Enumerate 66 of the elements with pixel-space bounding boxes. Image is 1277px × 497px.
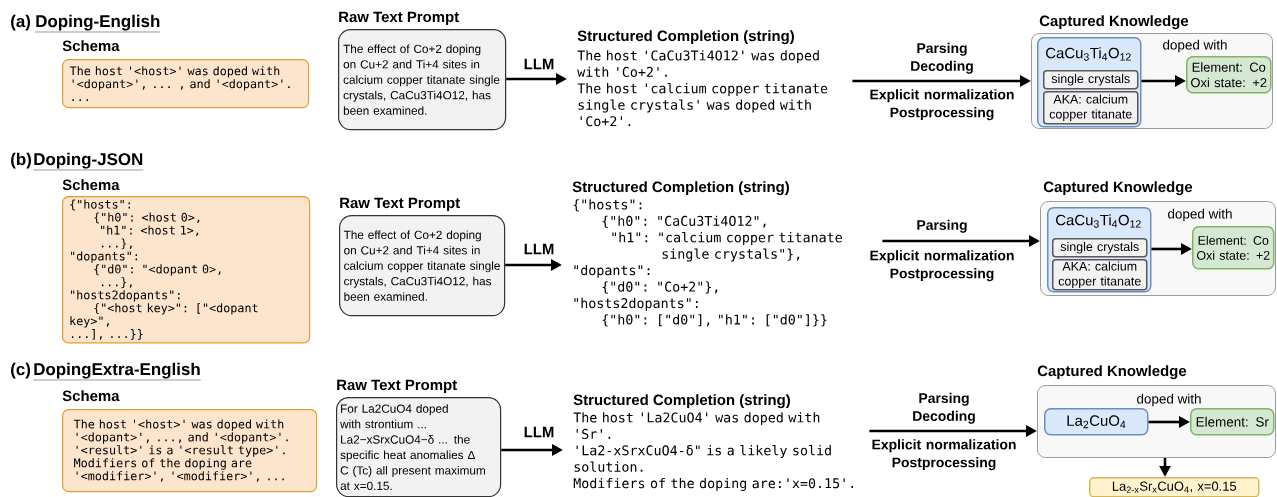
edge-label: Parsing Decoding: [913, 392, 975, 424]
edge-label: doped with: [1168, 208, 1232, 222]
edge-label: LLM: [524, 243, 554, 255]
edge-label: doped with: [1137, 393, 1201, 407]
edge-label: LLM: [524, 58, 554, 70]
node-label: {"hosts":: [573, 199, 642, 212]
property-box: single crystals: [1043, 70, 1139, 90]
process-note: Explicit normalization Postprocessing: [872, 439, 1016, 471]
node-label: ...},: [101, 277, 132, 289]
node-label: "h1": <host 1>,: [101, 225, 199, 237]
section-heading: Structured Completion (string): [577, 30, 794, 45]
node-label: "h1": "calcium copper titanate: [612, 232, 842, 245]
completion-text: The host 'La2CuO4' was doped with 'Sr'. 'La2-xSrxCuO4-δ" is a likely solid solution. Modifiers of the doping are:'x=0.15'.: [573, 412, 853, 491]
schema-box: The host '<host>' was doped with '<dopant>', ... , and '<dopant>'. ...: [62, 59, 310, 109]
schema-box: {"hosts": {"h0": <host 0>, "h1": <host 1>, ...}, "dopants": {"d0": "<dopant 0>, ...}, "hosts2dopants": {"<host key>": ["<dopant key>", ...], ...}}: [62, 196, 311, 344]
prompt-box: The effect of Co+2 doping on Cu+2 and Ti+4 sites in calcium copper titanate single crystals, CaCu3Ti4O12, has been examined.: [338, 29, 507, 131]
section-heading: Raw Text Prompt: [340, 197, 460, 212]
node-label: "dopants":: [574, 264, 650, 278]
edge-label: Parsing Decoding: [911, 42, 973, 74]
node-label: {"d0": "<dopant 0>,: [94, 264, 221, 276]
section-heading: Captured Knowledge: [1043, 181, 1193, 196]
edge-label: LLM: [524, 426, 554, 438]
panel-tag: (a): [11, 14, 31, 31]
property-box: single crystals: [1052, 238, 1148, 258]
node-label: ...], ...}}: [71, 329, 143, 340]
node-label: ...},: [101, 238, 132, 250]
section-heading: Schema: [62, 40, 120, 52]
property-box: AKA: calcium copper titanate: [1052, 259, 1148, 291]
prompt-box: For La2CuO4 doped with strontium ... La2−xSrxCuO4−δ ... the specific heat anomalies Δ C (Tc) all present maximum at x=0.15.: [336, 397, 502, 497]
section-heading: Raw Text Prompt: [339, 11, 459, 26]
process-note: Explicit normalization Postprocessing: [870, 250, 1014, 282]
node-label: "hosts2dopants":: [574, 297, 698, 311]
panel-title: DopingExtra-English: [33, 362, 201, 381]
node-label: {"h0": <host 0>,: [94, 212, 200, 224]
section-heading: Captured Knowledge: [1037, 365, 1187, 380]
node-label: {"h0": ["d0"], "h1": ["d0"]}}: [602, 314, 827, 327]
completion-text: The host 'CaCu3Ti4O12' was doped with 'Co+2'. The host 'calcium copper titanate single crystals' was doped with 'Co+2'.: [577, 50, 828, 127]
panel-tag: (b): [11, 152, 31, 169]
section-heading: Structured Completion (string): [572, 181, 789, 196]
section-heading: Structured Completion (string): [573, 394, 790, 409]
section-heading: Raw Text Prompt: [337, 379, 457, 394]
section-heading: Schema: [62, 390, 120, 402]
panel-title: Doping-JSON: [33, 152, 144, 171]
node-label: single crystals"},: [662, 248, 800, 262]
panel-title: Doping-English: [35, 14, 161, 33]
element-box: Element: Sr: [1190, 408, 1275, 436]
node-label: {"d0": "Co+2"},: [602, 281, 718, 294]
element-box: Element: Co Oxi state: +2: [1186, 56, 1272, 94]
prompt-box: The effect of Co+2 doping on Cu+2 and Ti+4 sites in calcium copper titanate single crystals, CaCu3Ti4O12, has been examined.: [339, 215, 506, 317]
edge-label: Parsing: [917, 219, 967, 233]
result-box: La$_{2-x}$Sr$_{x}$CuO$_{4}$, x=0.15: [1089, 477, 1260, 497]
section-heading: Captured Knowledge: [1039, 15, 1189, 30]
node-label: "hosts2dopants":: [71, 290, 180, 302]
node-label: "dopants":: [71, 251, 138, 263]
node-label: {"h0": "CaCu3Ti4O12",: [602, 215, 766, 228]
process-note: Explicit normalization Postprocessing: [870, 89, 1014, 121]
schema-box: The host '<host>' was doped with '<dopant>', ..., and '<dopant>'. '<result>' is a '<result type>'. Modifiers of the doping are '<modifier>', '<modifier>', ...: [62, 409, 318, 493]
node-label: {"<host key>": ["<dopant key>",: [70, 303, 258, 328]
section-heading: Schema: [62, 179, 120, 191]
property-box: AKA: calcium copper titanate: [1043, 91, 1139, 125]
host-box: La$_{2}$CuO$_{4}$: [1044, 408, 1149, 436]
completion-text: {"hosts": {"h0": "CaCu3Ti4O12", "h1": "calcium copper titanate single crystals"}, "dopants": {"d0": "Co+2"}, "hosts2dopants": {"h0": ["d0"], "h1": ["d0"]}}: [573, 199, 842, 327]
edge-label: doped with: [1163, 39, 1227, 53]
node-label: {"hosts":: [70, 199, 130, 211]
element-box: Element: Co Oxi state: +2: [1192, 226, 1275, 270]
panel-tag: (c): [11, 362, 31, 379]
